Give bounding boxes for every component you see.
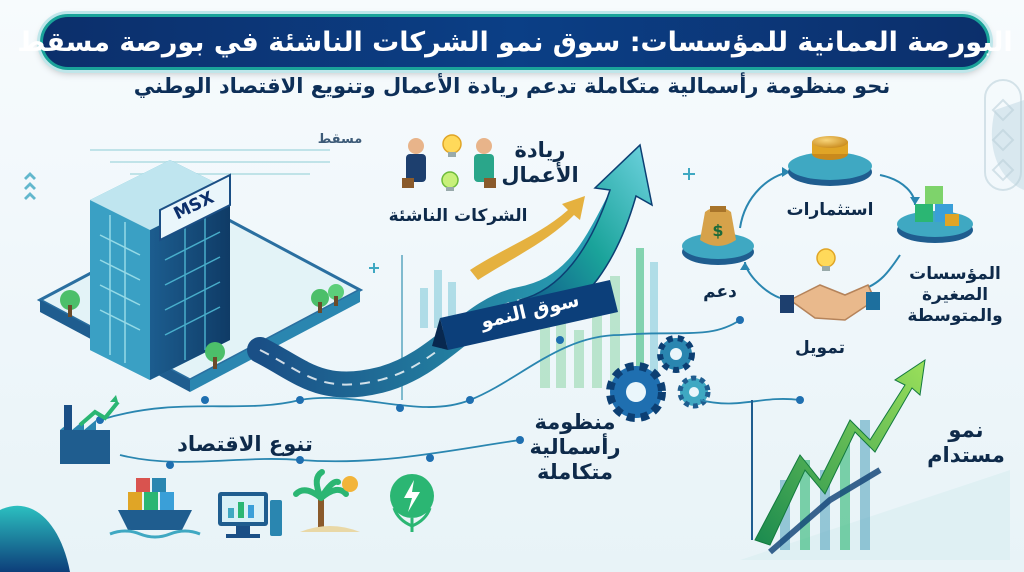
entrepreneurs-illustration [402, 134, 496, 191]
entrepreneurship-title: ريادة الأعمال [500, 138, 580, 188]
investment-cycle [739, 171, 916, 299]
startups-label: الشركات الناشئة [388, 206, 528, 226]
sustainable-growth-label: نمو مستدام [918, 418, 1014, 468]
sustainable-line2: مستدام [927, 443, 1005, 467]
gears-icon [606, 335, 711, 422]
palm-tree-icon [293, 469, 360, 532]
coins-icon [788, 136, 872, 186]
page-subtitle: نحو منظومة رأسمالية متكاملة تدعم ريادة ا… [133, 74, 891, 98]
ecosystem-line2: رأسمالية [529, 435, 621, 459]
entrepreneurship-line2: الأعمال [501, 163, 579, 187]
computer-icon [218, 492, 282, 538]
diversification-label: تنوع الاقتصاد [177, 432, 313, 456]
sustainable-growth-chart [740, 358, 1010, 560]
sme-line3: والمتوسطة [907, 306, 1003, 326]
money-bag-icon: $ [682, 206, 754, 265]
sme-label: المؤسسات الصغيرة والمتوسطة [900, 264, 1010, 327]
background-bar-chart [420, 248, 658, 388]
page-title: البورصة العمانية للمؤسسات: سوق نمو الشرك… [17, 26, 1013, 58]
sustainable-line1: نمو [948, 418, 984, 442]
support-label: دعم [703, 282, 737, 302]
sme-line1: المؤسسات [909, 264, 1001, 284]
sme-cubes-icon [897, 186, 973, 243]
cargo-ship-icon [109, 478, 201, 539]
ecosystem-label: منظومة رأسمالية متكاملة [520, 410, 630, 485]
growth-market-banner [432, 280, 618, 350]
sme-line2: الصغيرة [921, 285, 989, 305]
ecosystem-line3: متكاملة [537, 460, 613, 484]
financing-label: تمويل [795, 338, 845, 358]
ecosystem-line1: منظومة [534, 410, 616, 434]
data-lines-decor [90, 149, 330, 175]
svg-text:$: $ [712, 221, 723, 240]
tree-decor [60, 284, 344, 369]
plus-decor [369, 168, 695, 273]
handshake-icon [780, 248, 880, 321]
investments-label: استثمارات [786, 200, 874, 220]
title-banner: البورصة العمانية للمؤسسات: سوق نمو الشرك… [17, 14, 1013, 70]
chevron-decor-left [24, 172, 36, 200]
city-label: مسقط [317, 132, 363, 147]
green-energy-icon [390, 474, 434, 532]
corner-wave-bottom-left [0, 505, 70, 572]
cycle-arrowheads [740, 167, 920, 295]
entrepreneurship-line1: ريادة [514, 138, 566, 162]
msx-building [90, 160, 231, 380]
arabesque-ornament [984, 79, 1022, 191]
small-gold-arrow [470, 196, 585, 280]
factory-icon [60, 395, 120, 464]
